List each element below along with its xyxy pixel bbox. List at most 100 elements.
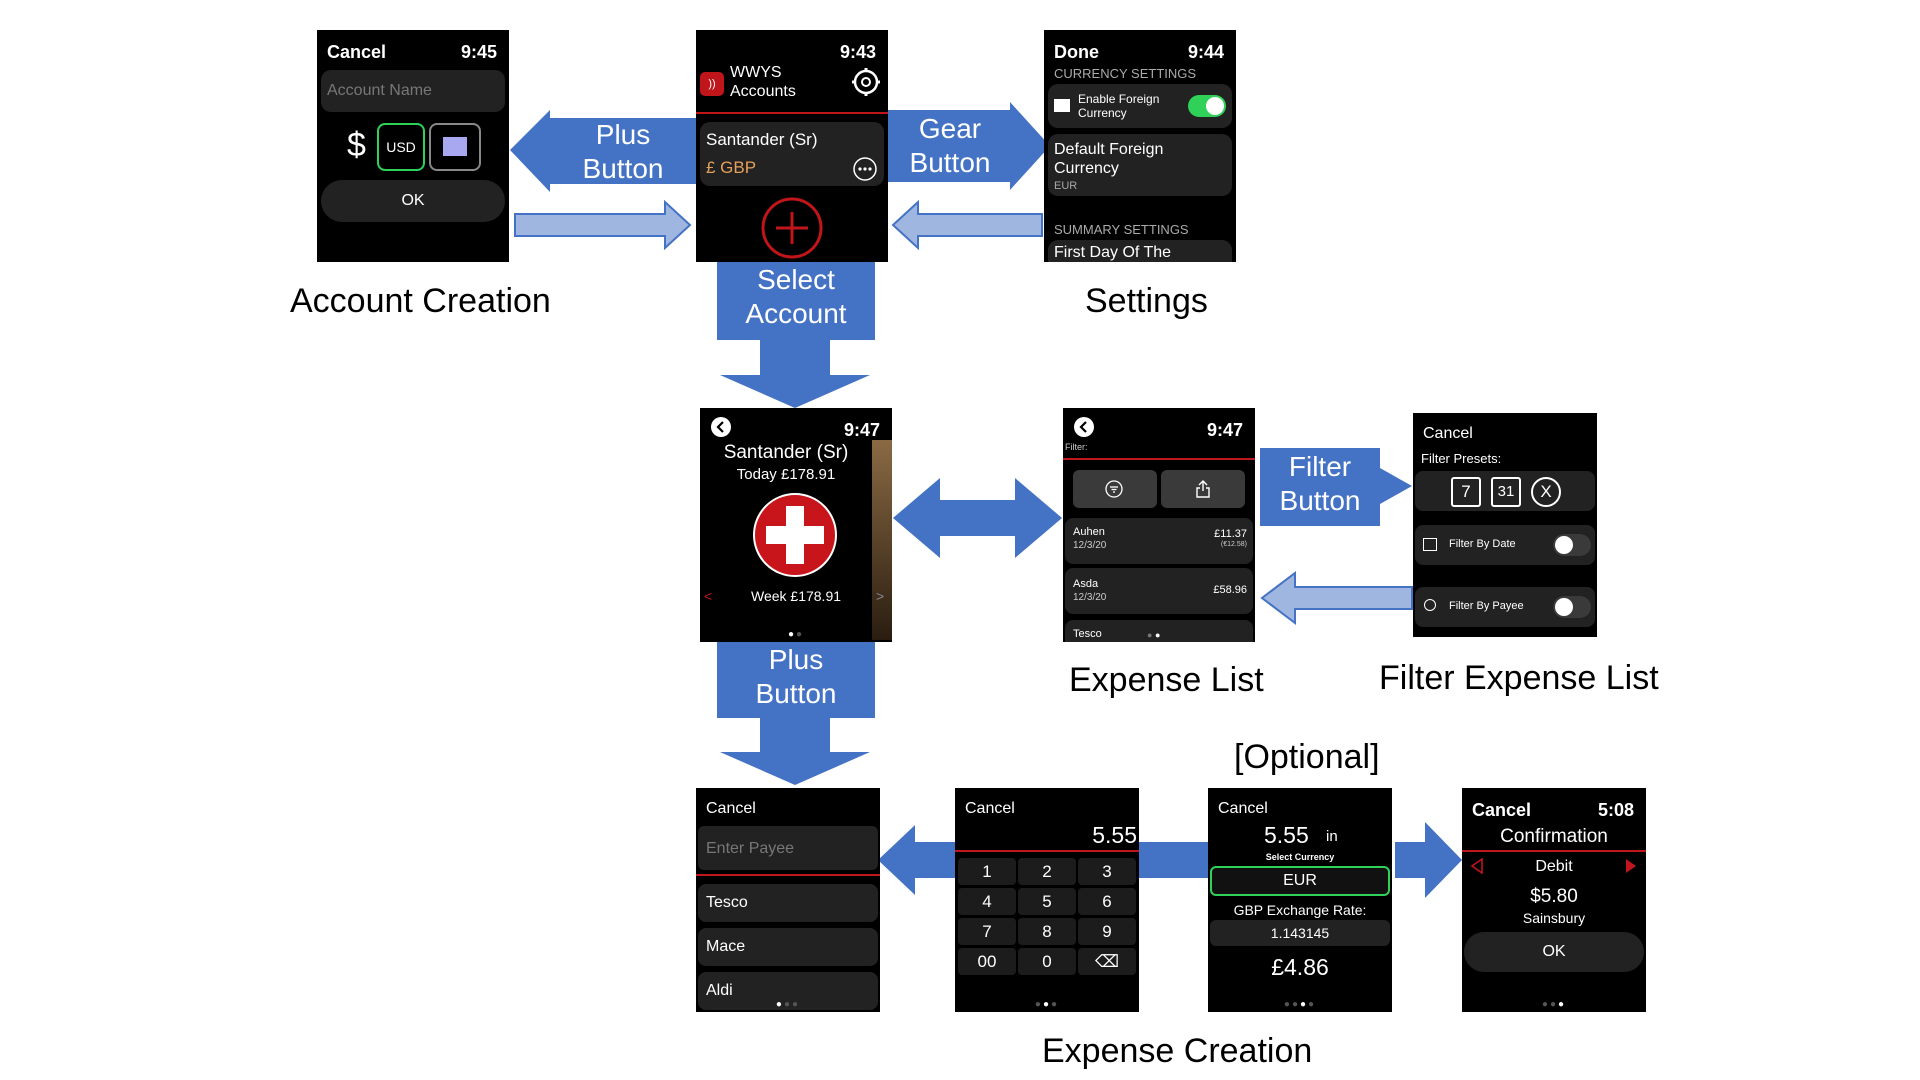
next-icon[interactable]: > xyxy=(876,588,885,604)
account-name-field[interactable]: Account Name xyxy=(321,70,505,112)
done-button[interactable]: Done xyxy=(1054,42,1099,62)
calendar-icon xyxy=(1423,538,1437,551)
back-icon[interactable] xyxy=(1073,416,1095,438)
app-title: WWYS Accounts xyxy=(730,63,796,101)
cancel-button[interactable]: Cancel xyxy=(965,800,1015,817)
calendar-day-icon[interactable]: 7 xyxy=(1451,477,1481,507)
plus-label-line1: Plus xyxy=(595,119,651,150)
select-account-label: Select Account xyxy=(717,263,875,331)
keypad-key[interactable]: 7 xyxy=(958,918,1016,945)
gear-icon[interactable] xyxy=(850,66,882,98)
return-arrow-filter xyxy=(1260,570,1413,626)
keypad-key[interactable]: 3 xyxy=(1078,858,1136,885)
back-icon[interactable] xyxy=(710,416,732,438)
ok-button[interactable]: OK xyxy=(1464,932,1644,972)
expense-list-caption: Expense List xyxy=(1069,661,1264,699)
account-name: Santander (Sr) xyxy=(706,130,818,149)
return-arrow-creation xyxy=(514,199,692,251)
currency-selector[interactable]: USD xyxy=(377,123,425,171)
filter-payee-row[interactable]: Filter By Payee xyxy=(1415,587,1595,627)
prev-icon[interactable]: < xyxy=(704,588,713,604)
rate-field[interactable]: 1.143145 xyxy=(1210,920,1390,946)
expense-list-screen: 9:47 Filter: Auhen 12/3/20 £11.37 (€12.5… xyxy=(1063,408,1255,642)
first-day-label: First Day Of The xyxy=(1054,244,1172,261)
plus-button-label: Plus Button xyxy=(548,118,698,186)
payee-option-label: Mace xyxy=(706,938,746,955)
gear-label-line2: Button xyxy=(909,147,991,178)
plus-mid-label-line1: Plus xyxy=(768,644,824,675)
page-indicator: ●● xyxy=(787,629,805,640)
color-swatch xyxy=(443,137,467,156)
plus-circle-icon[interactable] xyxy=(760,196,824,260)
expense-row-partial[interactable]: Tesco xyxy=(1065,620,1253,642)
expense-row[interactable]: Auhen 12/3/20 £11.37 (€12.58) xyxy=(1065,518,1253,564)
cancel-button[interactable]: Cancel xyxy=(706,800,756,817)
keypad-key[interactable]: 00 xyxy=(958,948,1016,975)
transaction-type: Debit xyxy=(1535,858,1573,875)
currency-picker[interactable]: EUR xyxy=(1210,866,1390,896)
account-detail-screen: 9:47 Santander (Sr) Today £178.91 < > We… xyxy=(700,408,892,642)
enable-foreign-line1: Enable Foreign xyxy=(1078,92,1160,106)
add-expense-icon[interactable] xyxy=(752,492,838,578)
account-row[interactable]: Santander (Sr) £ GBP xyxy=(700,122,884,186)
default-foreign-row[interactable]: Default Foreign Currency EUR xyxy=(1048,134,1232,196)
payee-option[interactable]: Aldi xyxy=(698,972,878,1010)
enable-foreign-row[interactable]: Enable Foreign Currency xyxy=(1048,84,1232,128)
payee-option[interactable]: Mace xyxy=(698,928,878,966)
keypad-key[interactable]: 2 xyxy=(1018,858,1076,885)
person-icon xyxy=(1424,599,1436,611)
page-indicator: ●●● xyxy=(1541,999,1567,1010)
filter-payee-label: Filter By Payee xyxy=(1449,600,1524,612)
backspace-key[interactable]: ⌫ xyxy=(1078,948,1136,975)
plus-button-mid-label: Plus Button xyxy=(717,643,875,711)
enable-foreign-toggle[interactable] xyxy=(1188,95,1226,117)
account-name-placeholder: Account Name xyxy=(327,82,432,99)
keypad-key[interactable]: 5 xyxy=(1018,888,1076,915)
expense-date: 12/3/20 xyxy=(1073,592,1107,603)
detail-expense-double-arrow xyxy=(893,478,1062,558)
payee-option[interactable]: Tesco xyxy=(698,884,878,922)
account-title: Santander (Sr) xyxy=(723,442,849,463)
ok-button[interactable]: OK xyxy=(321,180,505,222)
filter-label-line2: Button xyxy=(1279,485,1361,516)
cancel-button[interactable]: Cancel xyxy=(1472,800,1532,820)
default-foreign-value: EUR xyxy=(1054,180,1078,192)
cancel-button[interactable]: Cancel xyxy=(327,42,387,62)
more-icon[interactable] xyxy=(852,156,878,182)
calendar-month-icon[interactable]: 31 xyxy=(1491,477,1521,507)
share-button[interactable] xyxy=(1161,470,1245,508)
divider xyxy=(696,874,880,876)
prev-type-icon[interactable] xyxy=(1470,858,1484,874)
cancel-button[interactable]: Cancel xyxy=(1218,800,1268,817)
expense-date: 12/3/20 xyxy=(1073,540,1107,551)
clear-filter-icon[interactable]: X xyxy=(1531,477,1561,507)
divider xyxy=(696,112,888,114)
expense-amount: £58.96 xyxy=(1213,584,1247,596)
currency-select-screen: Cancel 5.55 in Select Currency EUR GBP E… xyxy=(1208,788,1392,1012)
filter-date-toggle[interactable] xyxy=(1553,534,1591,556)
filter-payee-toggle[interactable] xyxy=(1553,596,1591,618)
keypad-key[interactable]: 9 xyxy=(1078,918,1136,945)
keypad-key[interactable]: 0 xyxy=(1018,948,1076,975)
color-selector[interactable] xyxy=(429,123,481,171)
first-day-row[interactable]: First Day Of The xyxy=(1048,240,1232,262)
filter-expense-list-caption: Filter Expense List xyxy=(1379,659,1659,697)
clock: 9:47 xyxy=(843,420,880,440)
keypad-key[interactable]: 4 xyxy=(958,888,1016,915)
confirmation-title: Confirmation xyxy=(1500,826,1608,847)
account-creation-caption: Account Creation xyxy=(290,282,551,320)
filter-date-row[interactable]: Filter By Date xyxy=(1415,525,1595,565)
keypad-key[interactable]: 8 xyxy=(1018,918,1076,945)
cancel-button[interactable]: Cancel xyxy=(1423,425,1473,442)
expense-row[interactable]: Asda 12/3/20 £58.96 xyxy=(1065,568,1253,614)
keypad-key[interactable]: 1 xyxy=(958,858,1016,885)
next-type-icon[interactable] xyxy=(1624,858,1638,874)
clock: 5:08 xyxy=(1597,800,1634,820)
expense-payee: Auhen xyxy=(1073,526,1105,538)
keypad-key[interactable]: 6 xyxy=(1078,888,1136,915)
filter-button[interactable] xyxy=(1073,470,1157,508)
settings-screen: Done 9:44 CURRENCY SETTINGS Enable Forei… xyxy=(1044,30,1236,262)
select-currency-label: Select Currency xyxy=(1265,852,1335,862)
payee-input[interactable]: Enter Payee xyxy=(698,826,878,870)
presets-label: Filter Presets: xyxy=(1421,451,1502,466)
